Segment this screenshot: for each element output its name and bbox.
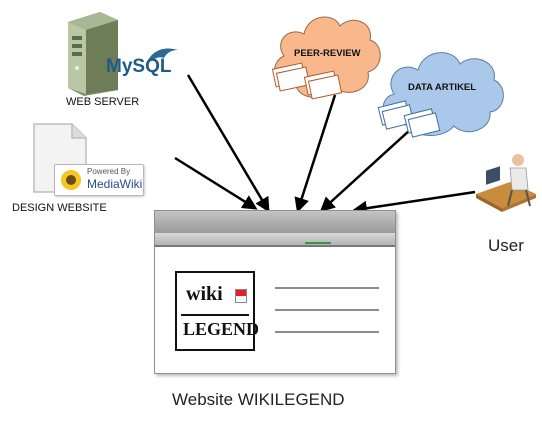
user-label: User bbox=[488, 236, 524, 255]
logo-legend-text: LEGEND bbox=[183, 319, 260, 339]
mysql-logo: MySQL bbox=[104, 44, 184, 80]
dolphin-icon bbox=[146, 48, 178, 64]
data-artikel-label: DATA ARTIKEL bbox=[408, 82, 477, 93]
mediawiki-badge: Powered By MediaWiki bbox=[54, 164, 144, 196]
wikilegend-logo: wiki LEGEND bbox=[175, 271, 259, 351]
arrow-from-user bbox=[352, 190, 476, 216]
website-window: wiki LEGEND bbox=[154, 210, 396, 374]
content-line bbox=[275, 287, 379, 289]
data-artikel-documents-icon bbox=[377, 100, 441, 138]
content-line bbox=[275, 331, 379, 333]
address-bar-highlight bbox=[305, 242, 331, 244]
web-server-icon bbox=[68, 12, 118, 96]
window-title-bar bbox=[155, 211, 395, 233]
logo-wiki-text: wiki bbox=[186, 283, 223, 305]
logo-divider bbox=[181, 314, 249, 316]
window-address-bar bbox=[155, 233, 395, 245]
peer-review-label: PEER-REVIEW bbox=[294, 48, 361, 59]
arrow-from-design-website bbox=[174, 156, 258, 210]
user-at-desk-icon bbox=[476, 154, 536, 212]
peer-review-documents-icon bbox=[271, 62, 343, 100]
mediawiki-badge-line2: MediaWiki bbox=[87, 177, 143, 191]
arrow-from-peer-review bbox=[294, 94, 337, 213]
arrow-from-data-artikel bbox=[319, 129, 411, 213]
web-server-label: WEB SERVER bbox=[66, 96, 140, 108]
content-line bbox=[275, 309, 379, 311]
peer-review-cloud bbox=[271, 16, 381, 100]
mysql-logo-text: MySQL bbox=[106, 56, 172, 77]
sunflower-icon bbox=[61, 170, 81, 190]
mediawiki-badge-line1: Powered By bbox=[87, 167, 131, 176]
design-website-label: DESIGN WEBSITE bbox=[12, 202, 107, 214]
arrow-from-web-server bbox=[186, 74, 270, 213]
website-caption: Website WIKILEGEND bbox=[172, 390, 345, 409]
data-artikel-cloud bbox=[377, 52, 504, 138]
flag-icon bbox=[235, 289, 247, 303]
window-divider bbox=[155, 245, 395, 247]
